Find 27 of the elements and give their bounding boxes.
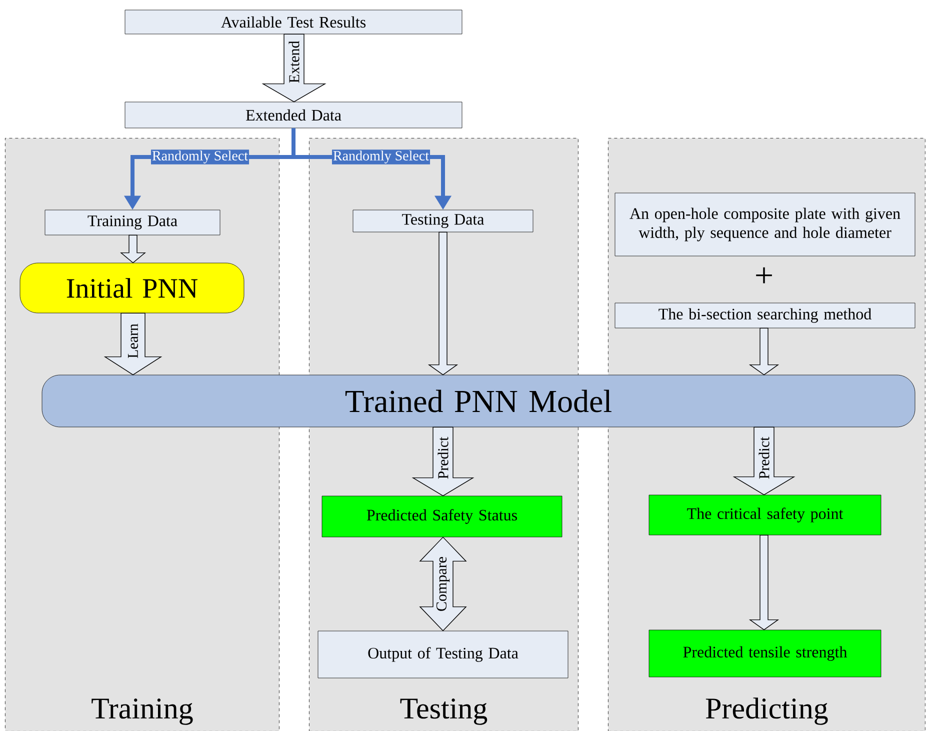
plus-sign: + [756,267,772,284]
process-box: Training Data [44,210,220,236]
edge-label: Extend [288,40,300,84]
block-arrow [428,232,458,376]
block-arrow [748,534,780,630]
panel-title: Training [92,698,193,725]
process-box: Testing Data [352,210,534,232]
result-box: The critical safety point [648,494,882,536]
block-arrow [748,328,780,376]
block-arrow [120,234,146,264]
process-box: Output of Testing Data [318,630,568,678]
edge-label: Randomly Select [332,150,430,164]
process-box: Available Test Results [124,10,462,34]
process-box: An open-hole composite plate with given width, ply sequence and hole diameter [614,192,916,256]
result-box: Predicted tensile strength [648,630,882,678]
rounded-box: Initial PNN [20,262,244,314]
edge-label: Predict [437,436,449,480]
edge-label: Learn [128,323,138,359]
process-box: Extended Data [124,102,462,128]
panel-title: Testing [400,698,488,725]
rounded-box: Trained PNN Model [42,374,916,428]
result-box: Predicted Safety Status [322,496,562,538]
process-box: The bi-section searching method [614,302,916,328]
panel-title: Predicting [706,698,828,725]
edge-label: Predict [758,436,770,480]
edge-label: Randomly Select [151,150,250,164]
edge-label: Compare [436,556,450,612]
